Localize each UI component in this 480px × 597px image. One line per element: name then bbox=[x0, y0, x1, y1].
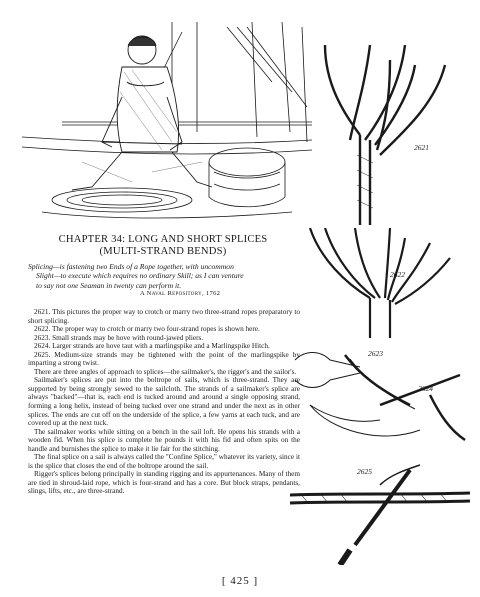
epigraph-source: A Naval Repository, 1762 bbox=[140, 290, 221, 297]
figure-2621-illustration bbox=[323, 45, 447, 225]
figure-2622-illustration bbox=[308, 228, 451, 338]
paragraph-confine-splice: The final splice on a sail is always cal… bbox=[28, 453, 300, 470]
figure-2625-illustration bbox=[290, 464, 470, 565]
paragraph-sailmakers-splices: Sailmaker's splices are put into the bol… bbox=[28, 376, 300, 428]
paragraph-2621: 2621. This pictures the proper way to cr… bbox=[28, 308, 300, 325]
figure-2622-label: 2622 bbox=[390, 270, 405, 279]
figure-2624-label: 2624 bbox=[418, 384, 433, 393]
paragraph-angles: There are three angles of approach to sp… bbox=[34, 367, 297, 376]
epigraph-line: to say not one Seaman in twenty can perf… bbox=[36, 280, 182, 290]
paragraph-sailmaker-works: The sailmaker works while sitting on a b… bbox=[28, 427, 300, 453]
figure-2621-label: 2621 bbox=[414, 143, 429, 152]
sailor-splicing-illustration bbox=[22, 22, 312, 219]
paragraph-riggers-splices: Rigger's splices belong principally in s… bbox=[28, 470, 300, 496]
chapter-title-line2: (MULTI-STRAND BENDS) bbox=[99, 246, 227, 257]
paragraph-2624: 2624. Larger strands are hove taut with … bbox=[34, 342, 270, 351]
epigraph-line: Splicing—is fastening two Ends of a Rope… bbox=[28, 262, 234, 271]
paragraph-2623: 2623. Small strands may be hove with rou… bbox=[34, 333, 204, 342]
figure-2625-label: 2625 bbox=[357, 467, 372, 476]
chapter-title-line1: CHAPTER 34: LONG AND SHORT SPLICES bbox=[58, 234, 268, 245]
page-number: [ 425 ] bbox=[221, 575, 259, 587]
body-text: 2621. This pictures the proper way to cr… bbox=[28, 308, 300, 496]
figure-2623-label: 2623 bbox=[368, 349, 383, 358]
paragraph-2625: 2625. Medium-size strands may be tighten… bbox=[28, 350, 300, 368]
chapter-title: CHAPTER 34: LONG AND SHORT SPLICES (MULT… bbox=[28, 234, 298, 258]
epigraph: Splicing—is fastening two Ends of a Rope… bbox=[28, 262, 293, 290]
figure-2623-2624-illustration bbox=[294, 352, 466, 442]
paragraph-2622: 2622. The proper way to crotch or marry … bbox=[34, 325, 260, 334]
epigraph-line: Slight—to execute which requires no ordi… bbox=[36, 271, 244, 281]
